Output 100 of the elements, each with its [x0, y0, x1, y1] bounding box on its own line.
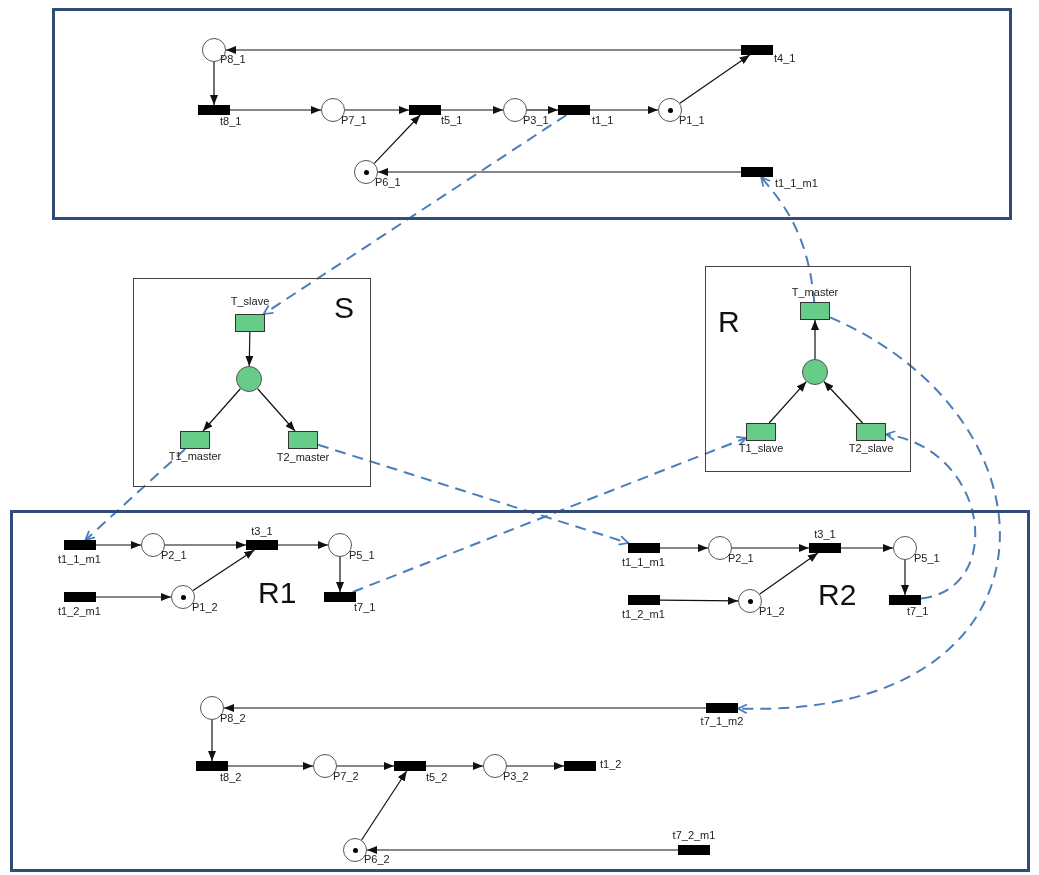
- place-circle: [343, 838, 367, 862]
- arrow: [737, 316, 1000, 714]
- transition-box: [180, 431, 210, 449]
- node-label: T_master: [791, 287, 839, 298]
- node-label: P5_1: [914, 553, 940, 564]
- node-label: t7_2_m1: [672, 830, 716, 841]
- transition-bar: [246, 540, 278, 550]
- node-label: P6_2: [364, 854, 390, 865]
- node-label: T2_slave: [848, 443, 894, 454]
- transition-bar: [809, 543, 841, 553]
- node-label: t1_1_m1: [58, 554, 101, 565]
- arrow: [526, 106, 559, 114]
- node-label: t3_1: [251, 526, 273, 537]
- node-label: P6_1: [375, 177, 401, 188]
- transition-box: [800, 302, 830, 320]
- transition-bar: [678, 845, 710, 855]
- node-label: P8_2: [220, 713, 246, 724]
- arrow: [440, 106, 504, 114]
- place-circle: [171, 585, 195, 609]
- arrow: [229, 106, 322, 114]
- node-label: P1_2: [759, 606, 785, 617]
- arrow: [317, 443, 630, 546]
- transition-bar: [628, 543, 660, 553]
- transition-bar: [64, 540, 96, 550]
- place-circle: [658, 98, 682, 122]
- arrow: [336, 556, 344, 593]
- node-label: P1_1: [679, 115, 705, 126]
- region-label: R2: [818, 580, 857, 610]
- arrow: [760, 176, 816, 303]
- node-label: t7_1: [354, 602, 376, 613]
- arrow: [245, 331, 254, 367]
- node-label: T1_master: [168, 451, 222, 462]
- arrow: [223, 704, 707, 712]
- node-label: T1_slave: [738, 443, 784, 454]
- module-box: [705, 266, 911, 472]
- arrow: [377, 168, 742, 176]
- node-label: t7_1_m2: [700, 716, 744, 727]
- arrow: [373, 114, 421, 164]
- arrow: [360, 770, 408, 841]
- node-label: t5_2: [426, 772, 448, 783]
- arrow: [277, 541, 329, 549]
- node-label: t1_1_m1: [622, 557, 665, 568]
- arrow: [840, 544, 894, 552]
- arrow: [659, 544, 709, 552]
- transition-box: [288, 431, 318, 449]
- arrow: [351, 436, 747, 593]
- node-label: P2_1: [728, 553, 754, 564]
- arrow: [506, 762, 565, 770]
- node-label: t8_1: [220, 116, 242, 127]
- module-letter: R: [718, 307, 740, 337]
- arrow: [227, 762, 314, 770]
- node-label: P3_2: [503, 771, 529, 782]
- arrow: [336, 762, 395, 770]
- transition-bar: [64, 592, 96, 602]
- transition-box: [235, 314, 265, 332]
- transition-bar: [564, 761, 596, 771]
- place-circle: [236, 366, 262, 392]
- arrow: [823, 380, 864, 424]
- transition-bar: [324, 592, 356, 602]
- module-box: [133, 277, 371, 487]
- node-label: t1_1_m1: [775, 178, 818, 189]
- transition-bar: [198, 105, 230, 115]
- place-circle: [354, 160, 378, 184]
- arrow: [768, 381, 807, 424]
- place-circle: [893, 536, 917, 560]
- node-label: t1_2: [600, 759, 622, 770]
- node-label: T2_master: [276, 452, 330, 463]
- transition-bar: [889, 595, 921, 605]
- transition-bar: [558, 105, 590, 115]
- arrow: [208, 719, 216, 762]
- arrow: [164, 541, 247, 549]
- arrow: [95, 541, 142, 549]
- arrow: [589, 106, 659, 114]
- place-circle: [738, 589, 762, 613]
- transition-bar: [706, 703, 738, 713]
- node-label: t1_2_m1: [622, 609, 665, 620]
- node-label: P3_1: [523, 115, 549, 126]
- place-circle: [802, 359, 828, 385]
- arrow: [885, 431, 977, 600]
- node-label: P1_2: [192, 602, 218, 613]
- arrow: [366, 846, 679, 854]
- transition-bar: [741, 45, 773, 55]
- net-frame: [52, 8, 1012, 220]
- place-circle: [328, 533, 352, 557]
- arrow: [344, 106, 410, 114]
- arrow: [262, 114, 568, 315]
- region-label: R1: [258, 578, 297, 608]
- arrow: [84, 448, 187, 541]
- transition-bar: [409, 105, 441, 115]
- arrow: [225, 46, 742, 54]
- node-label: T_slave: [230, 296, 270, 307]
- node-label: P7_1: [341, 115, 367, 126]
- node-label: P2_1: [161, 550, 187, 561]
- module-letter: S: [334, 292, 354, 323]
- node-label: t3_1: [814, 529, 836, 540]
- transition-bar: [196, 761, 228, 771]
- node-label: P7_2: [333, 771, 359, 782]
- node-label: t4_1: [774, 53, 796, 64]
- arrow: [659, 596, 739, 605]
- arrow: [901, 559, 909, 596]
